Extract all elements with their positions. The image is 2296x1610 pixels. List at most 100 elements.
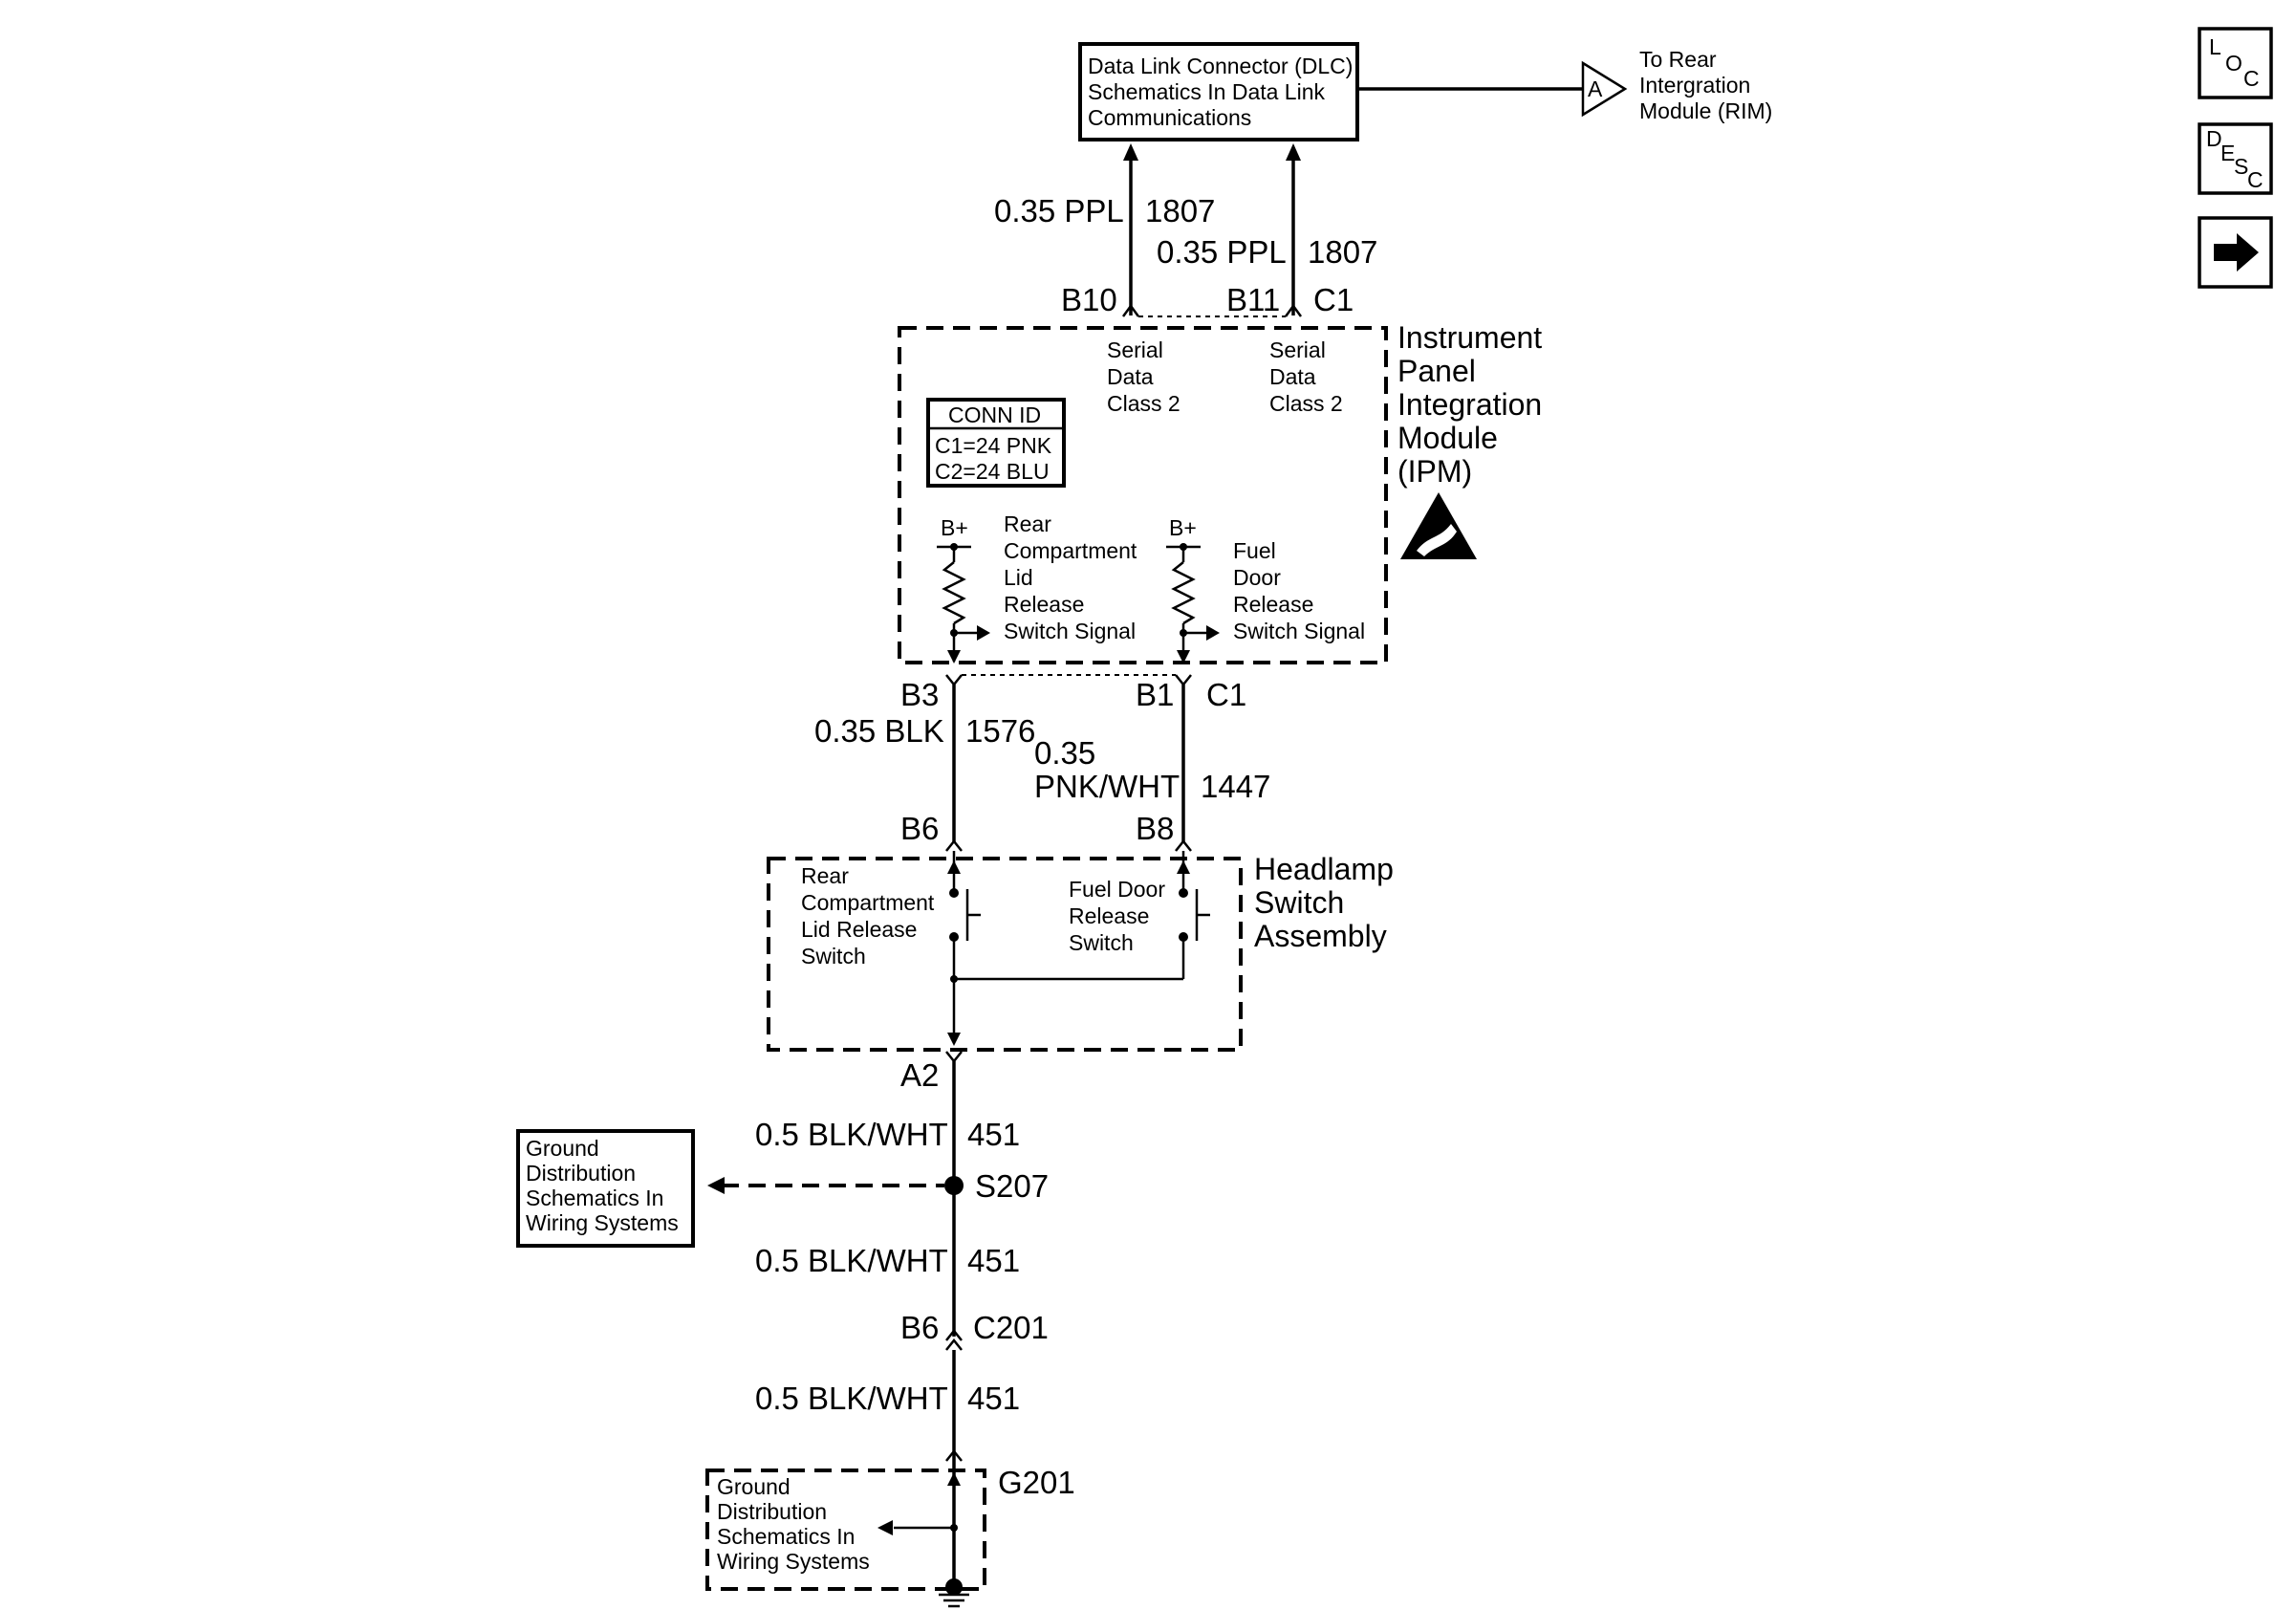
esd-warning-icon — [1400, 492, 1477, 559]
arrow-left-icon — [877, 1520, 893, 1535]
arrow-right-icon — [1206, 625, 1220, 641]
connector-chevron-icon — [945, 1338, 963, 1351]
connector-chevron-icon — [945, 674, 963, 687]
headlamp-switch-box — [767, 857, 1243, 1052]
rear-signal-line-1: Rear — [1004, 511, 1051, 536]
circuit-label-b10: 1807 — [1145, 193, 1215, 228]
desc-letter-s: S — [2234, 154, 2248, 179]
dlc-reference-box[interactable]: Data Link Connector (DLC) Schematics In … — [1078, 42, 1359, 141]
conn-id-row-2: C2=24 BLU — [935, 459, 1050, 484]
headlamp-title-line-2: Switch — [1254, 885, 1344, 920]
wire-label-b10: 0.35 PPL — [994, 193, 1124, 228]
rim-ref-line-1: To Rear — [1639, 47, 1717, 72]
headlamp-title-line-3: Assembly — [1254, 919, 1387, 953]
circuit-label-451-1: 451 — [967, 1117, 1020, 1152]
wire-label-451-1: 0.5 BLK/WHT — [755, 1117, 948, 1152]
fuel-door-release-switch — [954, 851, 1210, 981]
rim-ref-letter: A — [1588, 76, 1603, 101]
arrow-up-icon — [1123, 143, 1138, 161]
connector-c201: C201 — [973, 1310, 1049, 1345]
wire-label-451-3: 0.5 BLK/WHT — [755, 1381, 948, 1416]
ground-ref-line-1: Ground — [526, 1136, 599, 1161]
arrow-up-icon — [947, 860, 961, 874]
ground-ref-line-3: Schematics In — [526, 1186, 663, 1210]
resistor-icon — [942, 561, 966, 625]
serial-left-line-1: Serial — [1107, 337, 1163, 362]
rear-switch-line-1: Rear — [801, 863, 849, 888]
rear-switch-line-4: Switch — [801, 944, 866, 968]
connector-chevron-icon — [945, 838, 963, 852]
ground-distribution-ref-box[interactable]: Ground Distribution Schematics In Wiring… — [516, 1129, 695, 1248]
pin-b1: B1 — [1136, 677, 1174, 712]
wire-label-b11: 0.35 PPL — [1157, 234, 1287, 270]
fuel-signal-line-4: Switch Signal — [1233, 619, 1365, 643]
ground-box-line-4: Wiring Systems — [717, 1549, 870, 1574]
next-page-button[interactable] — [2198, 216, 2273, 289]
desc-letter-e: E — [2220, 141, 2235, 165]
pin-b6-c201: B6 — [900, 1310, 939, 1345]
arrow-up-icon — [1177, 860, 1190, 874]
pin-b11: B11 — [1226, 282, 1280, 317]
wire-label-1576: 0.35 BLK — [814, 713, 944, 749]
connector-chevron-icon — [1284, 303, 1303, 317]
arrow-up-icon — [1286, 143, 1301, 161]
offpage-triangle-icon — [1581, 60, 1628, 118]
rear-pullup-circuit: B+ — [937, 515, 990, 664]
connector-chevron-icon — [945, 1448, 963, 1462]
resistor-icon — [1171, 561, 1196, 625]
fuel-switch-line-1: Fuel Door — [1069, 877, 1165, 902]
connector-chevron-icon — [1121, 303, 1140, 317]
loc-letter-o: O — [2225, 51, 2242, 76]
rear-switch-line-3: Lid Release — [801, 917, 917, 942]
bplus-label-fuel: B+ — [1169, 515, 1197, 540]
rim-ref-line-2: Intergration — [1639, 73, 1750, 98]
connector-chevron-icon — [1175, 674, 1192, 687]
serial-left-line-2: Data — [1107, 364, 1154, 389]
conn-id-header: CONN ID — [948, 402, 1041, 427]
pin-a2: A2 — [900, 1057, 939, 1093]
connector-chevron-icon — [1175, 838, 1192, 852]
ipm-title: Instrument Panel Integration Module (IPM… — [1397, 320, 1542, 489]
rear-signal-line-5: Switch Signal — [1004, 619, 1136, 643]
headlamp-title-line-1: Headlamp — [1254, 852, 1394, 886]
ground-ref-line-2: Distribution — [526, 1161, 636, 1186]
ipm-title-line-2: Panel — [1397, 354, 1476, 388]
desc-letter-d: D — [2206, 126, 2222, 151]
circuit-label-1447: 1447 — [1201, 769, 1270, 804]
connector-c1-top: C1 — [1313, 282, 1354, 317]
loc-button[interactable]: L O C — [2198, 27, 2273, 99]
desc-button[interactable]: D E S C — [2198, 122, 2273, 195]
dlc-line-3: Communications — [1088, 105, 1251, 130]
fuel-signal-line-1: Fuel — [1233, 538, 1276, 563]
serial-data-wires — [1121, 143, 1303, 317]
fuel-switch-line-2: Release — [1069, 903, 1149, 928]
circuit-label-1576: 1576 — [965, 713, 1035, 749]
rim-ref-line-3: Module (RIM) — [1639, 98, 1772, 123]
rear-signal-line-3: Lid — [1004, 565, 1033, 590]
serial-right-line-3: Class 2 — [1269, 391, 1343, 416]
rear-signal-line-4: Release — [1004, 592, 1084, 617]
arrow-right-icon — [977, 625, 990, 641]
dlc-line-1: Data Link Connector (DLC) — [1088, 54, 1353, 78]
desc-letter-c: C — [2247, 167, 2264, 192]
rear-lid-release-switch — [947, 851, 981, 1046]
fuel-pullup-circuit: B+ — [1166, 515, 1220, 664]
rear-switch-line-2: Compartment — [801, 890, 935, 915]
conn-id-row-1: C1=24 PNK — [935, 433, 1052, 458]
wire-label-451-2: 0.5 BLK/WHT — [755, 1243, 948, 1278]
wire-label-1447-line-1: 0.35 — [1034, 735, 1095, 771]
rim-offpage-reference[interactable]: A To Rear Intergration Module (RIM) — [1581, 47, 1772, 123]
right-arrow-icon — [2214, 233, 2259, 272]
splice-s207-label: S207 — [975, 1168, 1049, 1204]
ipm-title-line-5: (IPM) — [1397, 454, 1472, 489]
ground-ref-line-4: Wiring Systems — [526, 1210, 679, 1235]
rear-signal-line-2: Compartment — [1004, 538, 1137, 563]
serial-right-line-2: Data — [1269, 364, 1316, 389]
ground-g201-box — [705, 1469, 986, 1591]
arrow-down-icon — [947, 650, 961, 664]
fuel-switch-line-3: Switch — [1069, 930, 1134, 955]
loc-letter-l: L — [2209, 34, 2221, 59]
circuit-label-451-2: 451 — [967, 1243, 1020, 1278]
ground-box-line-1: Ground — [717, 1474, 791, 1499]
